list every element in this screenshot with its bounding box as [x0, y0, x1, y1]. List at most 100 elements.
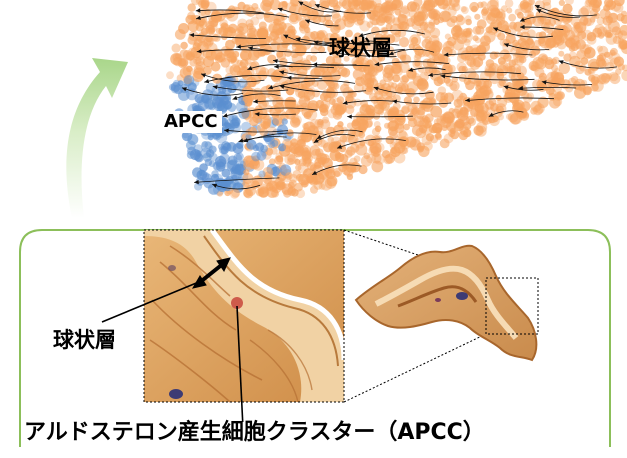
zona-cell-point — [360, 63, 369, 72]
zona-cell-point — [503, 53, 512, 62]
zona-cell-point — [289, 142, 301, 154]
zona-cell-point — [307, 162, 316, 171]
zona-cell-point — [269, 105, 281, 117]
zona-cell-point — [274, 156, 283, 165]
zona-cell-point — [605, 62, 614, 71]
zona-cell-point — [298, 83, 304, 89]
zona-cell-point — [215, 52, 225, 62]
zona-cell-point — [599, 53, 607, 61]
apcc-cell-point — [198, 99, 209, 110]
apcc-caption: アルドステロン産生細胞クラスター（APCC） — [22, 422, 487, 444]
zona-cell-point — [585, 0, 592, 7]
zona-cell-point — [473, 35, 479, 41]
zona-cell-point — [445, 34, 451, 40]
zona-cell-point — [302, 127, 312, 137]
apcc-cell-point — [258, 171, 265, 178]
zona-cell-point — [466, 28, 473, 35]
zona-cell-point — [347, 18, 353, 24]
zona-cell-point — [524, 10, 531, 17]
zona-cell-point — [264, 12, 275, 23]
zona-cell-point — [607, 0, 616, 9]
zona-cell-point — [539, 37, 550, 48]
zona-cell-point — [461, 6, 469, 14]
zona-cell-point — [479, 41, 490, 52]
zona-cell-point — [440, 139, 450, 149]
zona-cell-point — [592, 28, 602, 38]
zona-cell-point — [385, 16, 393, 24]
zona-cell-point — [471, 6, 478, 13]
zona-cell-point — [341, 68, 351, 78]
zoom-connector-bottom — [344, 334, 486, 402]
zona-cell-point — [530, 46, 540, 56]
zona-cell-point — [276, 182, 284, 190]
apcc-cell-point — [169, 84, 176, 91]
zona-cell-point — [281, 1, 288, 8]
zona-cell-point — [415, 52, 422, 59]
transition-arrow-icon — [66, 58, 128, 218]
streamline-arrowhead-icon — [274, 65, 279, 69]
apcc-cell-point — [238, 108, 249, 119]
apcc-cell-point — [202, 173, 213, 184]
zona-cell-point — [448, 130, 455, 137]
zona-cell-point — [603, 26, 612, 35]
apcc-cell-point — [218, 144, 224, 150]
zona-cell-point — [172, 44, 181, 53]
zona-cell-point — [343, 9, 354, 20]
zona-cell-point — [457, 62, 467, 72]
zona-cell-point — [592, 4, 600, 12]
zona-cell-point — [225, 27, 236, 38]
zona-cell-point — [356, 114, 368, 126]
zona-cell-point — [305, 78, 314, 87]
zona-cell-point — [508, 14, 516, 22]
zona-cell-point — [463, 129, 471, 137]
zona-cell-point — [468, 72, 480, 84]
zona-cell-point — [435, 127, 441, 133]
zona-cell-point — [424, 36, 432, 44]
apcc-cell-point — [234, 168, 241, 175]
zona-cell-point — [588, 75, 595, 82]
zona-cell-point — [285, 97, 297, 109]
zona-cell-point — [496, 95, 502, 101]
apcc-cell-point — [178, 89, 190, 101]
zona-cell-point — [230, 189, 240, 199]
zona-cell-point — [294, 159, 300, 165]
zona-cell-point — [206, 21, 217, 32]
zona-cell-point — [372, 128, 380, 136]
zona-cell-point — [396, 137, 408, 149]
streamline-arrowhead-icon — [347, 115, 352, 119]
zona-cell-point — [311, 47, 319, 55]
zona-cell-point — [355, 7, 365, 17]
top-zona-label: 球状層 — [329, 38, 392, 59]
adrenal-gland-image — [356, 246, 538, 360]
apcc-cell-point — [203, 153, 212, 162]
zona-cell-point — [231, 57, 239, 65]
zona-cell-point — [470, 49, 481, 60]
zona-cell-point — [496, 11, 506, 21]
zona-cell-point — [243, 160, 253, 170]
zona-cell-point — [446, 122, 456, 132]
zona-cell-point — [576, 50, 586, 60]
zona-cell-point — [213, 34, 221, 42]
zona-cell-point — [474, 14, 480, 20]
zona-cell-point — [449, 3, 456, 10]
zona-cell-point — [482, 7, 489, 14]
streamline-arrowhead-icon — [313, 62, 318, 66]
zona-cell-point — [188, 3, 196, 11]
zona-cell-point — [373, 98, 384, 109]
zona-cell-point — [166, 71, 174, 79]
zona-cell-point — [304, 111, 312, 119]
streamline-arrowhead-icon — [233, 96, 238, 100]
zona-cell-point — [203, 66, 212, 75]
zona-cell-point — [601, 73, 611, 83]
zona-cell-point — [285, 172, 293, 180]
zona-cell-point — [278, 74, 289, 85]
apcc-cell-point — [195, 154, 204, 163]
zona-cell-point — [621, 11, 627, 17]
zona-cell-point — [316, 153, 327, 164]
zona-cell-point — [232, 37, 239, 44]
zona-cell-point — [445, 41, 453, 49]
apcc-cell-point — [282, 118, 288, 124]
zona-cell-point — [374, 121, 381, 128]
zona-cell-point — [287, 158, 294, 165]
